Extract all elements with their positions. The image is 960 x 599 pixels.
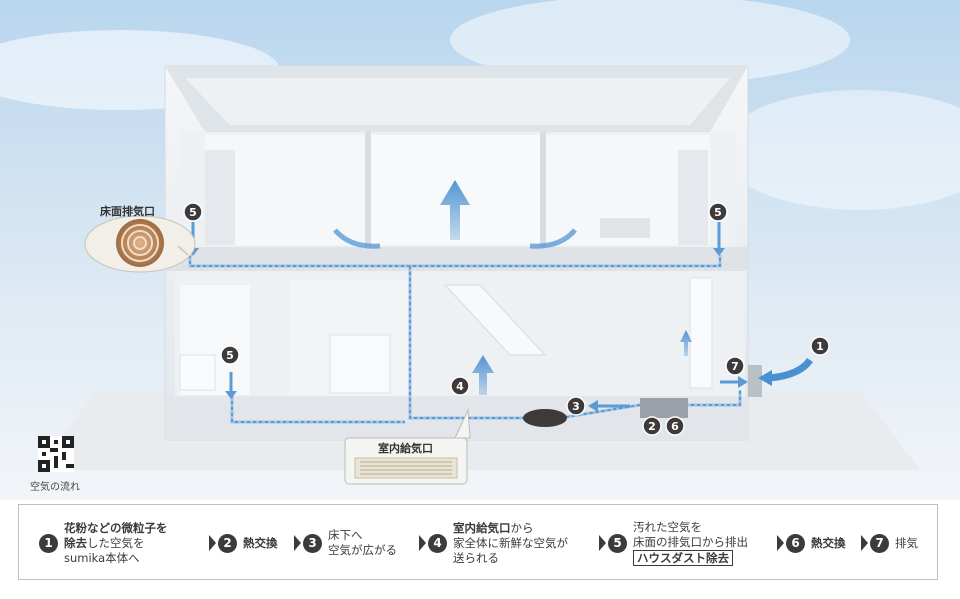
step-marker-5: 5 <box>183 202 203 222</box>
step-2-text: 熱交換 <box>243 535 278 550</box>
step-badge: 7 <box>870 533 889 553</box>
qr-code-label: 空気の流れ <box>30 482 80 493</box>
step-7-text: 排気 <box>895 535 918 550</box>
step-badge: 2 <box>218 533 237 553</box>
step-badge: 6 <box>786 533 805 553</box>
step-4-line-2: 家全体に新鮮な空気が <box>453 535 568 550</box>
chevron-right-icon <box>419 535 426 551</box>
step-marker-5: 5 <box>708 202 728 222</box>
step-marker-4: 4 <box>450 376 470 396</box>
legend-step-6: 6 熱交換 <box>777 505 846 581</box>
svg-text:6: 6 <box>671 420 679 433</box>
step-marker-5: 5 <box>220 345 240 365</box>
step-badge: 4 <box>428 533 447 553</box>
floor-exhaust-callout-label: 床面排気口 <box>100 205 155 218</box>
step-badge: 1 <box>39 533 58 553</box>
house-cutaway-illustration: 5 5 5 4 3 2 6 7 1 <box>0 0 960 500</box>
legend-step-7: 7 排気 <box>861 505 918 581</box>
svg-text:5: 5 <box>189 206 197 219</box>
step-5-line-2: 床面の排気口から排出 <box>633 535 748 549</box>
step-1-line-2-bold: 除去 <box>64 535 87 550</box>
legend-step-1: 1 花粉などの微粒子を 除去した空気を sumika本体へ <box>39 505 168 581</box>
step-3-line-2: 空気が広がる <box>328 543 397 557</box>
house-dust-removal-label: ハウスダスト除去 <box>633 550 733 566</box>
svg-text:7: 7 <box>731 360 739 373</box>
legend-step-2: 2 熱交換 <box>209 505 278 581</box>
step-badge: 3 <box>303 533 322 553</box>
step-1-line-3: sumika本体へ <box>64 550 140 565</box>
svg-text:2: 2 <box>648 420 656 433</box>
step-3-line-1: 床下へ <box>328 528 363 542</box>
step-marker-7: 7 <box>725 356 745 376</box>
svg-text:5: 5 <box>226 349 234 362</box>
step-4-line-1-bold: 室内給気口 <box>453 520 511 535</box>
step-6-text: 熱交換 <box>811 535 846 550</box>
step-marker-3: 3 <box>566 396 586 416</box>
svg-text:3: 3 <box>572 400 580 413</box>
indoor-supply-callout-label: 室内給気口 <box>378 442 433 455</box>
step-1-line-1: 花粉などの微粒子を <box>64 520 168 535</box>
step-5-line-1: 汚れた空気を <box>633 520 702 534</box>
chevron-right-icon <box>294 535 301 551</box>
chevron-right-icon <box>777 535 784 551</box>
step-4-line-3: 送られる <box>453 550 499 565</box>
chevron-right-icon <box>209 535 216 551</box>
step-4-line-1: から <box>510 520 534 535</box>
legend-step-4: 4 室内給気口から 家全体に新鮮な空気が 送られる <box>419 505 568 581</box>
svg-text:1: 1 <box>816 340 824 353</box>
qr-code-icon[interactable] <box>38 436 74 472</box>
airflow-legend: 1 花粉などの微粒子を 除去した空気を sumika本体へ 2 熱交換 3 床下… <box>18 504 938 580</box>
chevron-right-icon <box>861 535 868 551</box>
legend-step-3: 3 床下へ 空気が広がる <box>294 505 397 581</box>
step-marker-6: 6 <box>665 416 685 436</box>
step-marker-2: 2 <box>642 416 662 436</box>
svg-text:4: 4 <box>456 380 464 393</box>
step-badge: 5 <box>608 533 627 553</box>
step-marker-1: 1 <box>810 336 830 356</box>
legend-step-5: 5 汚れた空気を 床面の排気口から排出 ハウスダスト除去 <box>599 505 748 581</box>
step-1-line-2: した空気を <box>87 535 145 550</box>
chevron-right-icon <box>599 535 606 551</box>
svg-text:5: 5 <box>714 206 722 219</box>
